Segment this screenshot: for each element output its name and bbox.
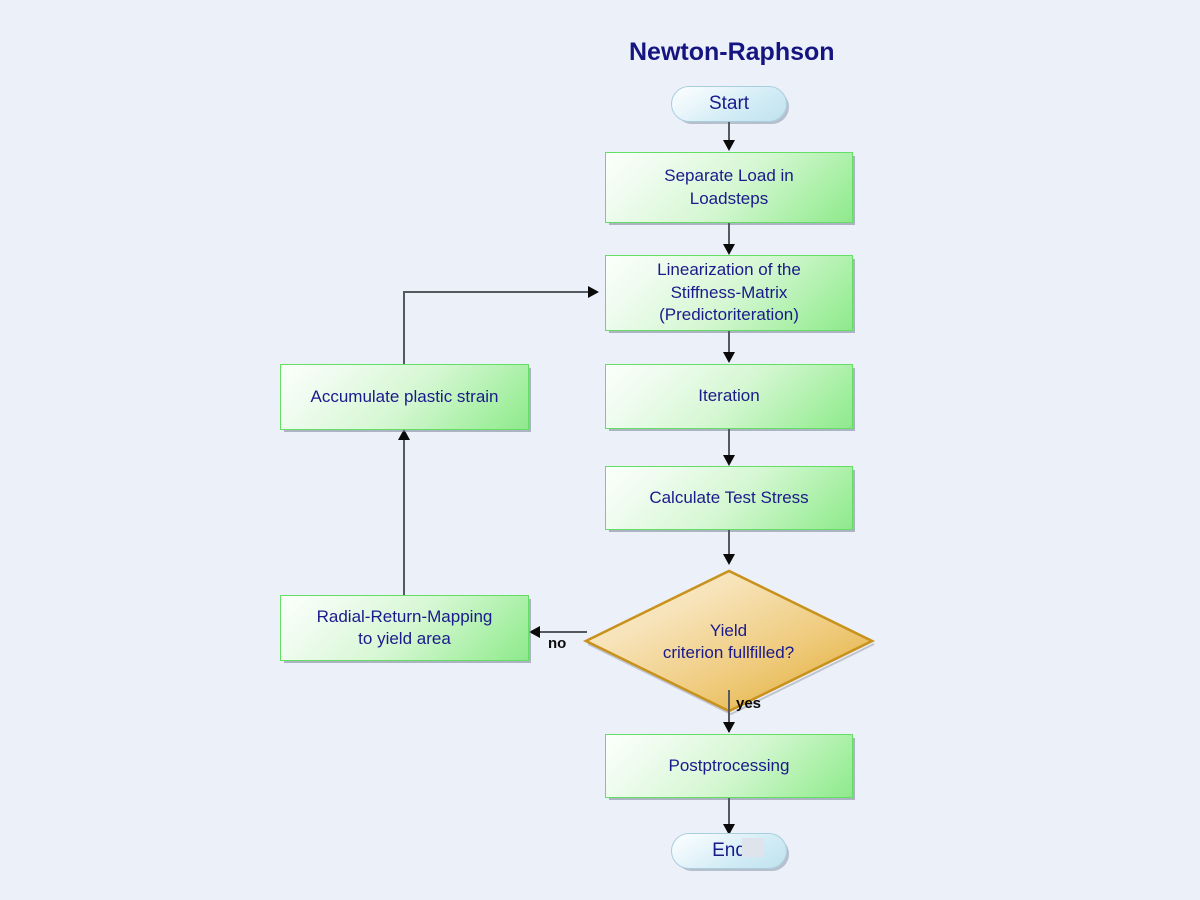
arrowhead-left-radial-return [529,626,540,638]
node-accumulate-plastic-strain[interactable]: Accumulate plastic strain [280,364,529,430]
arrowhead-down-iteration [723,352,735,363]
node-calculate-test-stress[interactable]: Calculate Test Stress [605,466,853,530]
arrowhead-down-separate-load [723,140,735,151]
connector-separate-load-to-linearization [728,223,730,250]
node-linearization-label: Linearization of the Stiffness-Matrix (P… [657,260,801,325]
node-iteration[interactable]: Iteration [605,364,853,429]
node-postprocessing[interactable]: Postptrocessing [605,734,853,798]
node-end-label: End [712,840,746,862]
connector-accumulate-to-linearization [403,291,589,293]
edge-label-yes: yes [736,695,762,712]
connector-linearization-to-iteration [728,331,730,359]
node-radial-return-mapping[interactable]: Radial-Return-Mapping to yield area [280,595,529,661]
node-separate-load-label: Separate Load in Loadsteps [664,166,794,208]
connector-postprocessing-to-end [728,798,730,832]
node-end[interactable]: End [671,833,787,869]
arrowhead-up-accumulate [398,429,410,440]
connector-start-to-separate-load [728,122,730,144]
node-linearization[interactable]: Linearization of the Stiffness-Matrix (P… [605,255,853,331]
node-postprocessing-label: Postptrocessing [668,755,790,775]
render-artifact-overlay [742,838,764,857]
node-accumulate-plastic-strain-label: Accumulate plastic strain [310,386,499,406]
node-start[interactable]: Start [671,86,787,122]
node-separate-load[interactable]: Separate Load in Loadsteps [605,152,853,223]
arrowhead-down-calculate [723,455,735,466]
connector-yield-yes [728,690,730,732]
node-calculate-test-stress-label: Calculate Test Stress [649,487,809,507]
node-start-label: Start [708,93,750,115]
arrowhead-down-postprocessing [723,722,735,733]
diamond-shape [583,569,875,716]
edge-label-no: no [548,635,567,652]
connector-calculate-to-yield [728,530,730,562]
connector-yield-no [537,631,587,633]
arrowhead-down-yield [723,554,735,565]
connector-accumulate-riser [403,291,405,364]
arrowhead-right-linearization [588,286,599,298]
arrowhead-down-linearization [723,244,735,255]
diagram-title: Newton-Raphson [629,38,835,66]
connector-iteration-to-calculate [728,429,730,461]
arrowhead-down-end [723,824,735,835]
node-radial-return-mapping-label: Radial-Return-Mapping to yield area [316,606,493,648]
node-iteration-label: Iteration [698,386,760,406]
connector-radial-to-accumulate [403,440,405,595]
